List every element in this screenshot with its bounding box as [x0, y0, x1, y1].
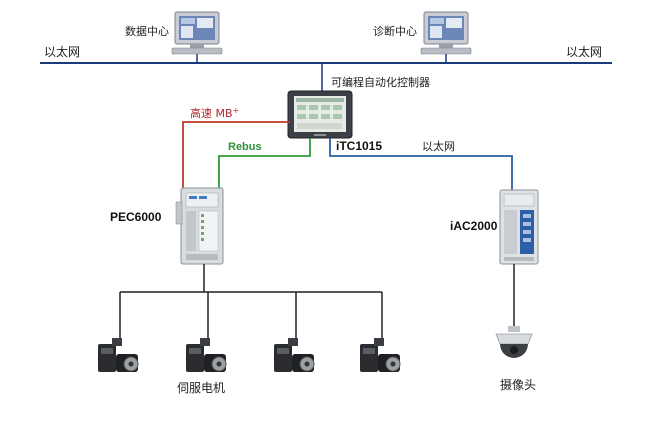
pec6000-label: PEC6000	[110, 210, 162, 224]
high-speed-link-label: 高速 MB+	[190, 106, 239, 120]
itc1015-controller-icon	[287, 90, 353, 139]
pec6000-module-icon	[175, 187, 224, 265]
ethernet-mid-label: 以太网	[422, 140, 455, 153]
dome-camera-icon	[495, 326, 533, 358]
data-center-label: 数据中心	[125, 24, 169, 38]
rebus-label: Rebus	[228, 141, 262, 153]
rebus-link	[218, 138, 311, 190]
camera-label: 摄像头	[500, 377, 536, 392]
ethernet-label-right: 以太网	[566, 44, 602, 59]
data-center-computer-icon	[171, 11, 223, 55]
servo-motor-label: 伺服电机	[177, 381, 225, 395]
controller-model-label: iTC1015	[336, 139, 382, 153]
iac2000-controller-icon	[499, 189, 539, 265]
high-speed-mb-link	[182, 121, 290, 190]
controller-title: 可编程自动化控制器	[331, 75, 430, 89]
servo-motor-icon-2	[186, 338, 227, 372]
diagnosis-center-computer-icon	[420, 11, 472, 55]
ethernet-label-left: 以太网	[44, 44, 80, 59]
servo-motor-icon-4	[360, 338, 401, 372]
diagnosis-center-label: 诊断中心	[373, 24, 417, 38]
iac2000-label: iAC2000	[450, 219, 498, 233]
ethernet-motion-link	[329, 138, 513, 190]
servo-motor-icon-1	[98, 338, 139, 372]
servo-motor-icon-3	[274, 338, 315, 372]
